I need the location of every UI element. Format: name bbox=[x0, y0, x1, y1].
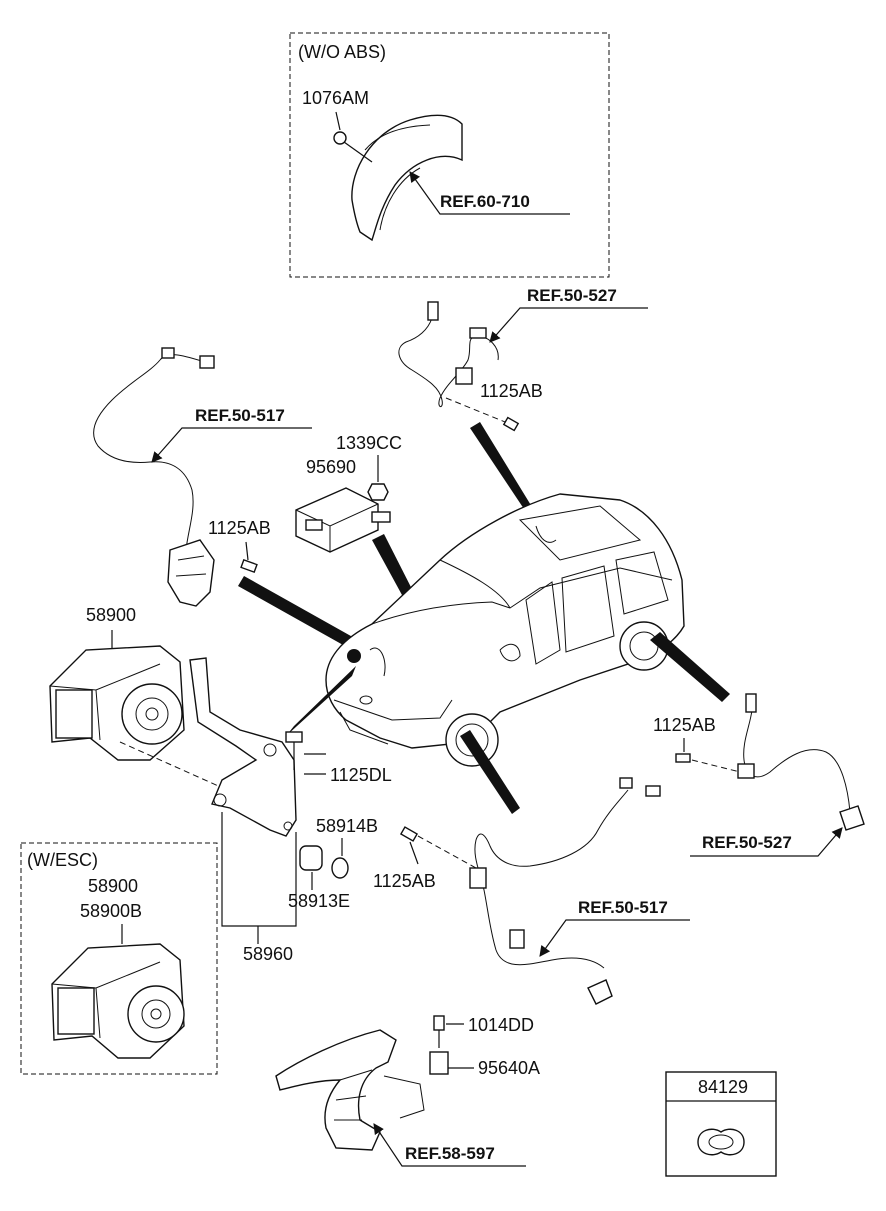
bushing-58913E bbox=[299, 845, 323, 871]
front-sensor-bracket-left bbox=[167, 539, 215, 607]
pointer-wedge-rear-roof bbox=[470, 422, 540, 524]
ref-50-517-right: REF.50-517 bbox=[578, 898, 668, 917]
front-sensor-cable-left bbox=[93, 354, 206, 551]
label-58960: 58960 bbox=[243, 944, 293, 964]
front-sensor-right-group: 1125AB REF.50-517 bbox=[373, 730, 690, 1005]
label-1076AM: 1076AM bbox=[302, 88, 369, 108]
bolt-1125AB-right bbox=[675, 753, 691, 763]
front-sensor-cable-right bbox=[474, 789, 629, 969]
rear-sensor-cable-right bbox=[743, 709, 851, 813]
clip-1076AM bbox=[333, 131, 347, 145]
ref-50-517-left: REF.50-517 bbox=[195, 406, 285, 425]
front-sensor-left-group: REF.50-517 bbox=[93, 347, 312, 607]
screw-1014DD bbox=[433, 1015, 445, 1031]
pointer-wedge-left bbox=[238, 576, 358, 650]
label-1125AB-mid: 1125AB bbox=[373, 871, 436, 891]
label-58914B: 58914B bbox=[316, 816, 378, 836]
label-1339CC: 1339CC bbox=[336, 433, 402, 453]
label-esc-58900: 58900 bbox=[88, 876, 138, 896]
w-esc-box bbox=[20, 842, 218, 1075]
bolt-1125AB-top bbox=[502, 416, 520, 432]
rear-sensor-right-group: 1125AB REF.50-527 bbox=[650, 632, 865, 857]
label-95640A: 95640A bbox=[478, 1058, 540, 1078]
w-esc-group: (W/ESC) 58900 58900B bbox=[20, 842, 218, 1075]
pointer-wedge-hecu bbox=[286, 666, 356, 736]
label-95690: 95690 bbox=[306, 457, 356, 477]
part-84129-box bbox=[665, 1071, 777, 1177]
wo-abs-group: (W/O ABS) 1076AM REF.60-710 bbox=[289, 32, 610, 278]
bracket-58960-group: 1125DL 58914B 58913E 58960 bbox=[189, 657, 392, 964]
bolt-1125DL bbox=[285, 731, 303, 743]
pedal-group: 1014DD 95640A REF.58-597 bbox=[275, 1015, 540, 1167]
bolt-left-group: 1125AB bbox=[208, 518, 358, 650]
bolt-1125AB-left bbox=[240, 558, 258, 574]
pedal-bracket bbox=[275, 1029, 397, 1151]
wo-abs-label: (W/O ABS) bbox=[298, 42, 386, 62]
ref-60-710: REF.60-710 bbox=[440, 192, 530, 211]
label-1125AB-top: 1125AB bbox=[480, 381, 543, 401]
vehicle-illustration bbox=[325, 493, 685, 767]
label-58900: 58900 bbox=[86, 605, 136, 625]
plug-84129-icon bbox=[697, 1128, 745, 1156]
control-unit-95690 bbox=[295, 487, 379, 553]
wo-abs-box bbox=[289, 32, 610, 278]
rear-sensor-top-group: REF.50-527 1125AB bbox=[398, 286, 648, 524]
switch-95640A bbox=[429, 1051, 449, 1075]
ref-58-597: REF.58-597 bbox=[405, 1144, 495, 1163]
pointer-wedge-rear-wheel bbox=[650, 632, 730, 702]
label-1014DD: 1014DD bbox=[468, 1015, 534, 1035]
hecu-58900-group: 58900 bbox=[49, 605, 356, 811]
wheel-liner-illustration bbox=[351, 114, 463, 242]
label-1125DL: 1125DL bbox=[330, 765, 392, 785]
label-84129: 84129 bbox=[698, 1077, 748, 1097]
label-58913E: 58913E bbox=[288, 891, 350, 911]
bracket-58960 bbox=[189, 657, 297, 837]
w-esc-label: (W/ESC) bbox=[27, 850, 98, 870]
ref-50-527-right: REF.50-527 bbox=[702, 833, 792, 852]
ref-50-527-top: REF.50-527 bbox=[527, 286, 617, 305]
part-84129-group: 84129 bbox=[665, 1071, 777, 1177]
label-esc-58900B: 58900B bbox=[80, 901, 142, 921]
bolt-1125AB-mid bbox=[399, 826, 419, 842]
nut-1339CC bbox=[367, 483, 389, 501]
label-1125AB-left: 1125AB bbox=[208, 518, 271, 538]
label-1125AB-right: 1125AB bbox=[653, 715, 716, 735]
pointer-wedge-front-wheel bbox=[460, 730, 520, 814]
bushing-58914B bbox=[331, 857, 349, 879]
